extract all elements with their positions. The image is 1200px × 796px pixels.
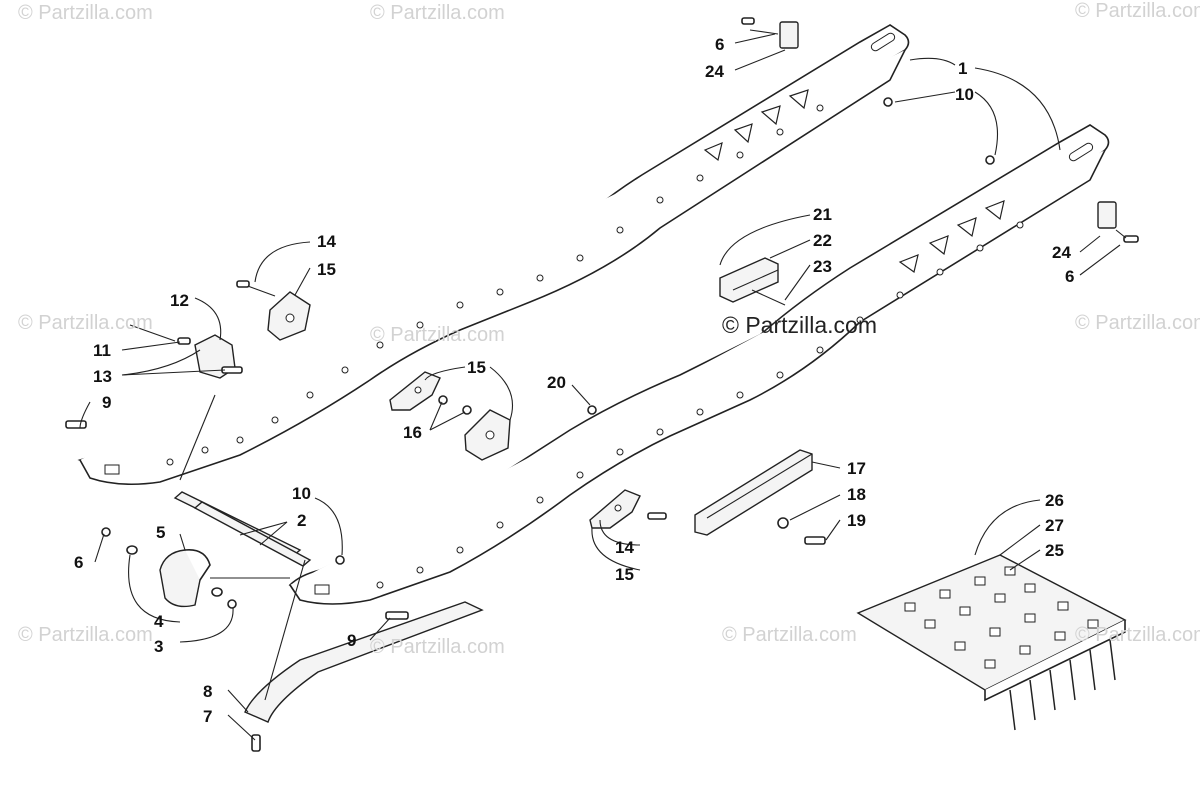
nut-10-upper	[883, 97, 893, 107]
wear-strip-8	[244, 601, 484, 752]
rear-bracket-top	[741, 17, 799, 49]
watermark-center: © Partzilla.com	[722, 312, 877, 338]
callout-24-top: 24	[705, 62, 724, 81]
screw-9-upper	[65, 420, 87, 429]
callout-22: 22	[813, 231, 832, 250]
rear-bracket-bottom	[1097, 201, 1139, 243]
leader-lines	[79, 33, 1121, 741]
washer-16a	[438, 395, 448, 405]
callout-25: 25	[1045, 541, 1064, 560]
callout-13: 13	[93, 367, 112, 386]
callout-17: 17	[847, 459, 866, 478]
rail-block-21-23	[719, 257, 786, 306]
bumper-12	[129, 324, 243, 379]
watermark-text: © Partzilla.com	[1075, 0, 1200, 22]
callout-7: 7	[203, 707, 212, 726]
watermark-text: © Partzilla.com	[18, 312, 153, 334]
callout-10-top: 10	[955, 85, 974, 104]
callout-10-lower: 10	[292, 484, 311, 503]
callout-2: 2	[297, 511, 306, 530]
callout-9-upper: 9	[102, 393, 111, 412]
watermark-text: © Partzilla.com	[370, 636, 505, 658]
idler-bracket-15-lower	[464, 409, 511, 461]
shaft-2	[173, 491, 345, 567]
callout-16: 16	[403, 423, 422, 442]
callout-15-upper: 15	[317, 260, 336, 279]
callout-21: 21	[813, 205, 832, 224]
mount-bracket-15-lower	[589, 489, 667, 529]
track-25	[856, 554, 1127, 731]
callout-18: 18	[847, 485, 866, 504]
upper-idler-bracket	[236, 280, 311, 341]
callout-labels: 1 2 3 4 5 6 6 6 7 8 9 9 10 10 10 11 12 1…	[74, 35, 1074, 726]
watermark-text: © Partzilla.com	[1075, 624, 1200, 646]
nut-20	[587, 405, 597, 415]
callout-14-lower: 14	[615, 538, 634, 557]
callout-9-lower: 9	[347, 631, 356, 650]
screw-9-lower	[385, 611, 409, 620]
callout-19: 19	[847, 511, 866, 530]
callout-6-top: 6	[715, 35, 724, 54]
callout-8: 8	[203, 682, 212, 701]
callout-12: 12	[170, 291, 189, 310]
callout-27: 27	[1045, 516, 1064, 535]
watermark-text: © Partzilla.com	[18, 2, 153, 24]
watermark-text: © Partzilla.com	[370, 324, 505, 346]
callout-26: 26	[1045, 491, 1064, 510]
callout-14-upper: 14	[317, 232, 336, 251]
callout-5: 5	[156, 523, 165, 542]
callout-1: 1	[958, 59, 967, 78]
left-slide-rail	[77, 24, 910, 486]
callout-3: 3	[154, 637, 163, 656]
callout-15-center: 15	[467, 358, 486, 377]
callout-11: 11	[93, 341, 111, 360]
callout-15-lower: 15	[615, 565, 634, 584]
rail-strip-17	[694, 449, 826, 545]
right-slide-rail	[288, 124, 1110, 605]
watermark-text: © Partzilla.com	[18, 624, 153, 646]
callout-20: 20	[547, 373, 566, 392]
watermark-text: © Partzilla.com	[370, 2, 505, 24]
mount-bracket-15-center	[389, 371, 441, 411]
idler-wheel-5	[101, 527, 290, 609]
watermark-text: © Partzilla.com	[722, 624, 857, 646]
callout-24-right: 24	[1052, 243, 1071, 262]
nut-10-lower	[985, 155, 995, 165]
callout-6-left: 6	[74, 553, 83, 572]
callout-6-right: 6	[1065, 267, 1074, 286]
watermark-text: © Partzilla.com	[1075, 312, 1200, 334]
callout-23: 23	[813, 257, 832, 276]
callout-4: 4	[154, 612, 164, 631]
